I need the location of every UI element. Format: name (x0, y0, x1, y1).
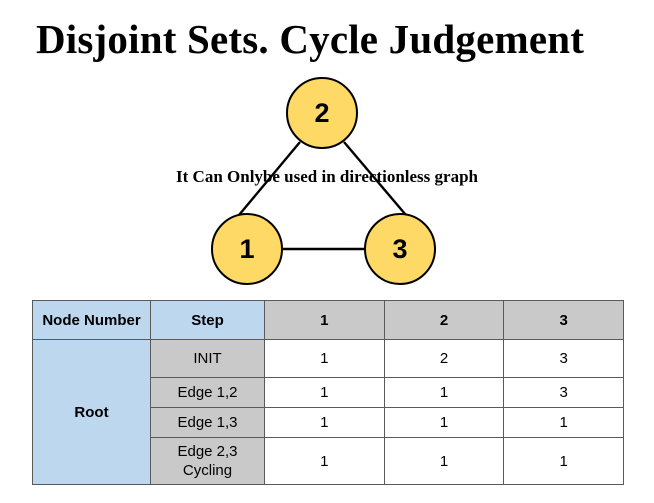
table-cell-step: Edge 1,3 (150, 407, 265, 438)
table-cell-value: 1 (264, 407, 385, 438)
table-header-node-2: 2 (383, 300, 505, 340)
disjoint-set-state-table: Node Number Step 1 2 3 Root INIT 1 2 3 E… (32, 300, 624, 485)
graph-node-3-label: 3 (392, 233, 408, 264)
table-cell-value: 1 (383, 377, 505, 408)
table-header-step: Step (150, 300, 265, 340)
table-cell-value: 1 (264, 437, 385, 485)
graph-node-2[interactable]: 2 (286, 77, 358, 149)
table-cell-value: 1 (264, 339, 385, 378)
table-header-row: Node Number Step 1 2 3 (32, 300, 624, 340)
graph-edge-2-3 (343, 141, 412, 222)
graph-node-1[interactable]: 1 (211, 213, 283, 285)
table-cell-value: 1 (383, 437, 505, 485)
graph-edge-2-1 (233, 141, 301, 222)
graph-node-3[interactable]: 3 (364, 213, 436, 285)
table-cell-value: 1 (264, 377, 385, 408)
page-title: Disjoint Sets. Cycle Judgement (36, 16, 585, 62)
table-header-node-3: 3 (503, 300, 624, 340)
table-row: Edge 1,2 1 1 3 (33, 377, 624, 408)
table-cell-value: 1 (503, 407, 624, 438)
table-cell-step: Edge 2,3 Cycling (150, 437, 265, 485)
table-row: Root INIT 1 2 3 (32, 339, 624, 485)
table-cell-value: 3 (503, 339, 624, 378)
graph-diagram: It Can Onlybe used in directionless grap… (0, 60, 654, 300)
table-cell-value: 2 (383, 339, 505, 378)
graph-node-1-label: 1 (239, 233, 255, 264)
graph-caption: It Can Onlybe used in directionless grap… (176, 167, 478, 186)
table-header-node-1: 1 (264, 300, 385, 340)
table-header-node-number: Node Number (32, 300, 151, 340)
table-row: Edge 2,3 Cycling 1 1 1 (33, 437, 624, 485)
graph-edges-layer (233, 141, 412, 251)
table-cell-step: INIT (150, 339, 265, 378)
table-cell-value: 1 (383, 407, 505, 438)
table-cell-step: Edge 1,2 (150, 377, 265, 408)
table-cell-value: 1 (503, 437, 624, 485)
graph-node-2-label: 2 (314, 97, 330, 128)
table-cell-root: Root (32, 339, 151, 485)
table-cell-value: 3 (503, 377, 624, 408)
